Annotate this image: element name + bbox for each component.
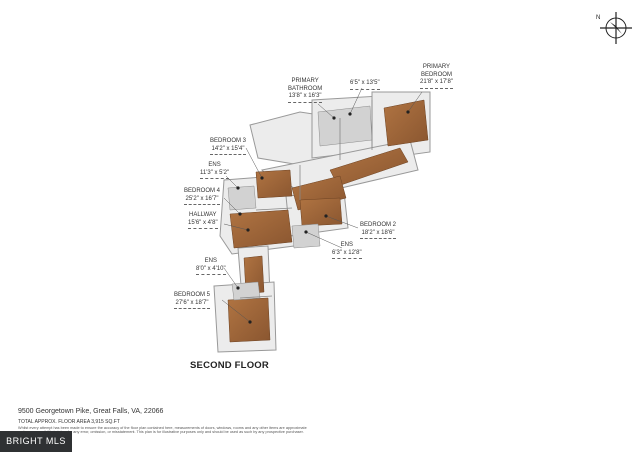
room-name: BEDROOM 4 (184, 188, 221, 194)
room-markers (236, 110, 410, 324)
room-dims: 8'0" x 4'10" (196, 266, 226, 275)
room-label: ENS 11'3" x 5'2" (200, 162, 230, 179)
room-name: BEDROOM 2 (360, 222, 397, 228)
room-dims: 11'3" x 5'2" (200, 170, 230, 179)
room-label: ENS 8'0" x 4'10" (196, 258, 226, 275)
partitions (239, 100, 373, 299)
total-floor-area: TOTAL APPROX. FLOOR AREA 3,915 SQ.FT (18, 419, 120, 425)
room-dims: 6'5" x 13'5" (350, 80, 380, 90)
disclaimer: Whilst every attempt has been made to en… (18, 426, 307, 435)
room-label: HALLWAY 15'6" x 4'8" (188, 212, 218, 229)
property-address: 9500 Georgetown Pike, Great Falls, VA, 2… (18, 408, 164, 415)
room-name: BEDROOM 5 (174, 292, 211, 298)
wood-floors (227, 99, 429, 343)
room-name: ENS (340, 242, 353, 248)
watermark: BRIGHT MLS (0, 431, 72, 452)
room-label: PRIMARY BATHROOM 13'8" x 16'3" (288, 78, 323, 103)
room-name: BEDROOM 3 (210, 138, 247, 144)
room-label: BEDROOM 3 14'2" x 15'4" (210, 138, 247, 155)
leader-lines (221, 87, 423, 323)
room-dims: 15'6" x 4'8" (188, 220, 218, 229)
room-label: PRIMARY BEDROOM 21'8" x 17'8" (420, 64, 453, 89)
room-dims: 18'2" x 18'6" (360, 230, 397, 239)
room-name: ENS (208, 162, 221, 168)
room-dims: 6'3" x 12'8" (332, 250, 362, 259)
room-dims: 27'6" x 18'7" (174, 300, 211, 309)
room-label: ENS 6'3" x 12'8" (332, 242, 362, 259)
room-dims: 25'2" x 16'7" (184, 196, 221, 205)
compass-north-label: N (596, 15, 601, 21)
room-label: BEDROOM 5 27'6" x 18'7" (174, 292, 211, 309)
room-name: PRIMARY BEDROOM (420, 64, 452, 78)
room-label: BEDROOM 2 18'2" x 18'6" (360, 222, 397, 239)
room-dims: 14'2" x 15'4" (210, 146, 247, 155)
room-dims: 13'8" x 16'3" (288, 93, 323, 103)
room-name: PRIMARY BATHROOM (288, 78, 323, 92)
room-dims: 21'8" x 17'8" (420, 79, 453, 89)
room-label: 6'5" x 13'5" (350, 80, 380, 90)
room-name: HALLWAY (189, 212, 217, 218)
room-label: BEDROOM 4 25'2" x 16'7" (184, 188, 221, 205)
room-name: ENS (204, 258, 217, 264)
compass-icon (600, 12, 632, 44)
floor-title: SECOND FLOOR (190, 360, 269, 371)
